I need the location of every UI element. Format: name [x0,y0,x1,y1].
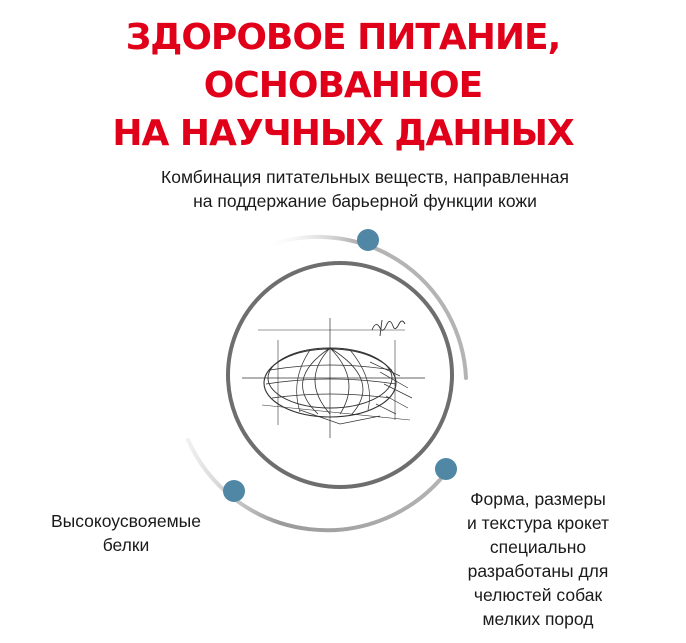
caption-proteins: Высокоусвояемые белки [28,509,224,557]
caption-line: на поддержание барьерной функции кожи [193,191,537,211]
caption-kibble-shape: Форма, размеры и текстура крокет специал… [438,487,638,631]
headline-line-2: НА НАУЧНЫХ ДАННЫХ [112,113,574,154]
caption-line: челюстей собак [473,585,603,605]
caption-line: и текстура крокет [466,513,610,533]
caption-line: мелких пород [482,609,594,629]
dot-marker-icon [357,229,379,251]
outer-arc-top [260,234,468,380]
caption-skin-barrier: Комбинация питательных веществ, направле… [80,165,650,213]
headline-line-1: ЗДОРОВОЕ ПИТАНИЕ, ОСНОВАННОЕ [125,17,562,106]
caption-line: специально [489,537,587,557]
caption-line: разработаны для [467,561,609,581]
caption-line: белки [102,535,150,555]
outer-arc-bottom [186,438,450,533]
headline: ЗДОРОВОЕ ПИТАНИЕ, ОСНОВАННОЕ НА НАУЧНЫХ … [0,14,686,158]
dot-marker-icon [223,480,245,502]
caption-line: Комбинация питательных веществ, направле… [161,167,569,187]
caption-line: Форма, размеры [470,489,606,509]
dot-marker-icon [435,458,457,480]
kibble-sketch-icon [242,318,425,438]
inner-ring [226,261,454,489]
caption-line: Высокоусвояемые [50,511,201,531]
